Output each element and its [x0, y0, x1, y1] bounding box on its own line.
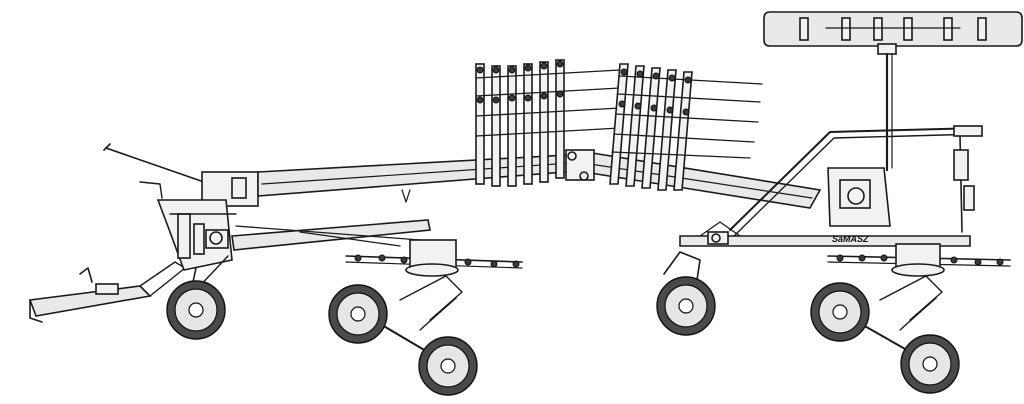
tine-arms-right-rotor	[609, 63, 763, 191]
main-beam	[257, 149, 822, 209]
tine-arms-left-rotor	[475, 59, 621, 187]
warning-light-bar	[763, 11, 1023, 172]
wheel-front-hitch	[166, 280, 226, 340]
wheel-front-rotor-rear	[328, 284, 388, 344]
rear-frame: SaMASZ	[679, 125, 983, 247]
front-rotor-arm	[231, 219, 431, 251]
brand-label: SaMASZ	[832, 234, 869, 244]
wheel-rear-rotor-trail	[900, 334, 960, 394]
front-frame	[103, 143, 259, 291]
wheel-rear-rotor-front	[810, 282, 870, 342]
wheel-chassis-front	[656, 276, 716, 336]
front-rotor-head	[345, 239, 523, 277]
rear-rotor-head	[827, 243, 1011, 277]
drawbar-hitch	[28, 261, 186, 323]
wheel-front-rotor-trail	[418, 336, 478, 396]
